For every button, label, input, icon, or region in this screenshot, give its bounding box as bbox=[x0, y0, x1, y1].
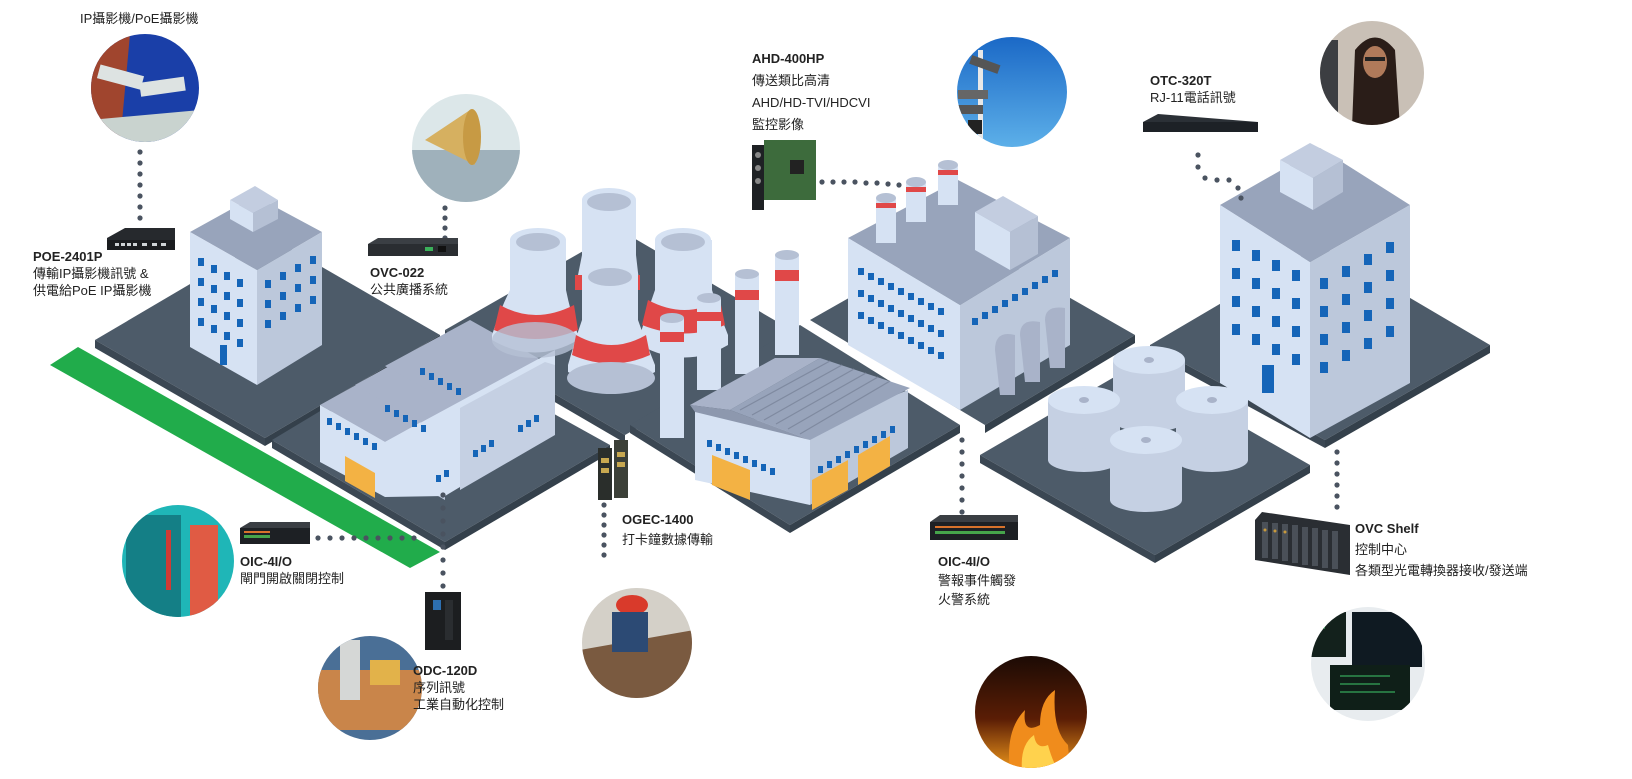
office-building-right bbox=[1220, 143, 1410, 438]
storage-tanks bbox=[1048, 346, 1248, 512]
callout-description: 工業自動化控制 bbox=[413, 697, 505, 712]
connector-gate bbox=[315, 535, 417, 541]
phone-operator-photo bbox=[1320, 21, 1424, 125]
connector-ip-camera bbox=[137, 149, 143, 221]
din-rail-device bbox=[425, 592, 461, 650]
callout-description: 序列訊號 bbox=[413, 680, 466, 695]
ip-camera-title: IP攝影機/PoE攝影機 bbox=[80, 11, 199, 26]
main-factory bbox=[848, 160, 1070, 410]
ip-camera-photo bbox=[91, 34, 199, 142]
control-room-photo bbox=[1311, 607, 1425, 721]
callout-description: AHD/HD-TVI/HDCVI bbox=[752, 95, 871, 110]
ovc-converter-device bbox=[368, 238, 458, 256]
model-name: OVC-022 bbox=[370, 265, 425, 280]
callout-description: 監控影像 bbox=[752, 117, 805, 132]
connector-odc bbox=[440, 492, 446, 589]
model-name: POE-2401P bbox=[33, 249, 103, 264]
megaphone-photo bbox=[412, 94, 520, 202]
callout-description: RJ-11電話訊號 bbox=[1150, 90, 1236, 105]
model-name: OVC Shelf bbox=[1355, 521, 1419, 536]
callout-oic-4io-fire: OIC-4I/O 警報事件觸發 火警系統 bbox=[938, 552, 1016, 609]
callout-description: 控制中心 bbox=[1355, 542, 1408, 557]
cooling-tower bbox=[567, 263, 655, 394]
model-name: OGEC-1400 bbox=[622, 512, 694, 527]
model-name: OTC-320T bbox=[1150, 73, 1212, 88]
connector-fire bbox=[959, 437, 965, 515]
callout-description: 閘門開啟關閉控制 bbox=[240, 571, 345, 586]
callout-poe-2401p: POE-2401P 傳輸IP攝影機訊號 & 供電給PoE IP攝影機 bbox=[33, 248, 151, 299]
gate-photo bbox=[122, 505, 234, 617]
green-road bbox=[50, 347, 440, 568]
callout-odc-120d: ODC-120D 序列訊號 工業自動化控制 bbox=[413, 662, 504, 713]
poe-switch-device bbox=[107, 228, 175, 250]
model-name: ODC-120D bbox=[413, 663, 478, 678]
connector-megaphone bbox=[442, 205, 448, 241]
worker-photo bbox=[582, 588, 692, 698]
callout-oic-4io-gate: OIC-4I/O 閘門開啟關閉控制 bbox=[240, 553, 344, 587]
cctv-pole-photo bbox=[957, 37, 1067, 147]
callout-description: 公共廣播系統 bbox=[370, 282, 449, 297]
callout-description: 傳送類比高清 bbox=[752, 73, 831, 88]
dotted-connectors bbox=[137, 149, 1340, 589]
office-building-left bbox=[190, 186, 322, 385]
gable-warehouse bbox=[690, 358, 910, 510]
ahd-card-device bbox=[752, 140, 816, 210]
callout-description: 供電給PoE IP攝影機 bbox=[33, 283, 152, 298]
callout-otc-320t: OTC-320T RJ-11電話訊號 bbox=[1150, 72, 1236, 106]
connector-ogec bbox=[601, 502, 607, 558]
automation-photo bbox=[318, 636, 422, 740]
rack-unit-device bbox=[1143, 114, 1258, 132]
callout-description: 各類型光電轉換器接收/發送端 bbox=[1355, 563, 1528, 578]
shelf-chassis-device bbox=[1255, 512, 1350, 575]
model-name: OIC-4I/O bbox=[240, 554, 293, 569]
callout-description: 打卡鐘數據傳輸 bbox=[622, 532, 714, 547]
callout-ovc-022: OVC-022 公共廣播系統 bbox=[370, 264, 448, 298]
sawtooth-factory bbox=[320, 320, 555, 500]
connector-otc bbox=[1195, 152, 1244, 201]
callout-description: 火警系統 bbox=[938, 592, 991, 607]
callout-ovc-shelf: OVC Shelf 控制中心 各類型光電轉換器接收/發送端 bbox=[1355, 518, 1528, 581]
model-name: AHD-400HP bbox=[752, 51, 825, 66]
cooling-tower bbox=[492, 228, 578, 358]
connector-shelf bbox=[1334, 449, 1340, 510]
connector-ahd bbox=[819, 179, 902, 188]
fire-photo bbox=[975, 656, 1087, 768]
callout-description: 傳輸IP攝影機訊號 & bbox=[33, 266, 149, 281]
callout-ahd-400hp: AHD-400HP 傳送類比高清 AHD/HD-TVI/HDCVI 監控影像 bbox=[752, 48, 870, 136]
callout-ogec-1400: OGEC-1400 打卡鐘數據傳輸 bbox=[622, 510, 713, 550]
model-name: OIC-4I/O bbox=[938, 554, 991, 569]
chimneys bbox=[660, 250, 799, 438]
io-box-device-fire bbox=[930, 515, 1018, 540]
io-box-device-gate bbox=[240, 522, 310, 544]
callout-description: 警報事件觸發 bbox=[938, 573, 1017, 588]
ogec-card-device bbox=[598, 440, 628, 500]
